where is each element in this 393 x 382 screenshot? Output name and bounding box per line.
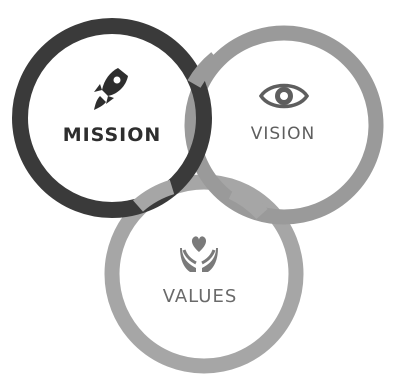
vision-ring [184, 25, 384, 225]
heart-in-hands-icon [180, 236, 218, 272]
mission-ring [12, 18, 212, 218]
values-ring-overlap [133, 179, 175, 212]
vision-label: VISION [250, 124, 316, 144]
values-label: VALUES [162, 286, 238, 307]
eye-icon [258, 83, 310, 109]
vision-ring-overlap [187, 52, 221, 88]
values-vision-overlap [228, 185, 268, 220]
mission-label: MISSION [62, 124, 162, 146]
rocket-icon [94, 68, 128, 110]
